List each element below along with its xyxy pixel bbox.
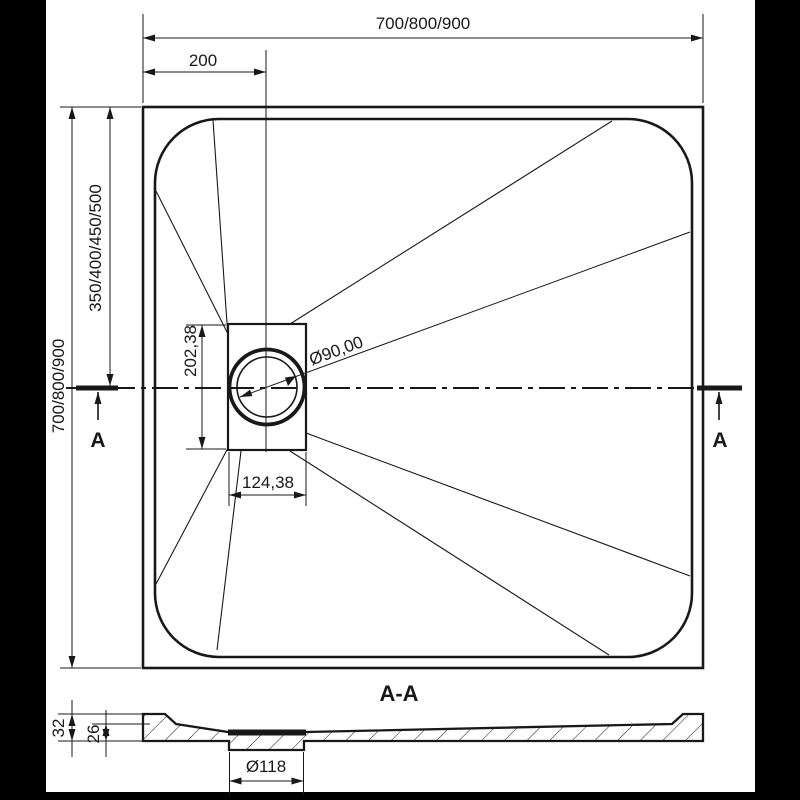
drain-inner-circle <box>236 356 298 418</box>
dim-drain-diameter <box>239 231 691 398</box>
dim-drain-box-width <box>228 452 307 506</box>
tray-inner-floor-edge <box>153 117 694 659</box>
cut-marker-right-label: A <box>712 429 727 452</box>
dim-drain-diameter-label: Ø90,00 <box>307 332 366 369</box>
dim-base-height <box>92 710 150 757</box>
drain-outer-circle <box>227 347 307 427</box>
dim-edge-height <box>58 700 142 757</box>
dim-overall-height-label: 700/800/900 <box>49 339 68 434</box>
drain-seat <box>228 729 306 736</box>
section-title: A-A <box>379 681 418 706</box>
drawing-paper <box>46 0 755 792</box>
dim-drain-boss-diameter-label: Ø118 <box>246 757 286 776</box>
dim-drain-offset-y-label: 350/400/450/500 <box>86 184 105 312</box>
cut-marker-left-label: A <box>90 429 105 452</box>
slope-fold-lines <box>155 119 691 656</box>
section-cut-marker-right <box>697 385 742 420</box>
section-profile <box>141 712 705 752</box>
dim-overall-width-label: 700/800/900 <box>376 14 471 33</box>
section-view <box>58 700 705 795</box>
dim-drain-box-height-label: 202,38 <box>181 325 200 377</box>
dim-drain-boss-diameter <box>229 752 304 795</box>
dim-drain-box-width-label: 124,38 <box>242 473 294 492</box>
dim-overall-width <box>142 14 704 103</box>
dim-base-height-label: 26 <box>84 725 103 744</box>
dim-drain-box-height <box>186 324 226 450</box>
top-view <box>60 14 742 670</box>
dim-edge-height-label: 32 <box>49 719 68 738</box>
section-cut-marker-left <box>76 385 118 420</box>
dim-overall-height <box>60 106 141 669</box>
dim-drain-offset-x-label: 200 <box>189 51 217 70</box>
